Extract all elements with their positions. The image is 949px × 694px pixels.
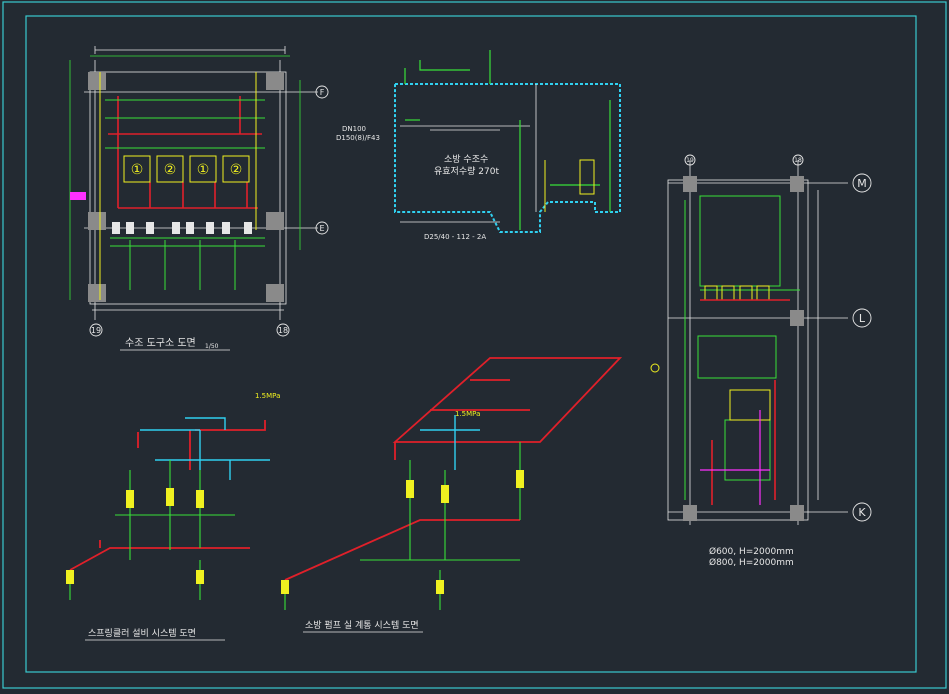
- equipment-plan-right: M L K 19 18 Ø600, H=2000mm Ø800, H=2000m…: [650, 154, 872, 568]
- dimension-note: Ø600, H=2000mm: [709, 546, 794, 557]
- grid-label: L: [859, 312, 866, 325]
- sprinkler-isometric: 1.5MPa 스프링클러 설비 시스템 도면: [66, 392, 280, 641]
- pressure-label: 1.5MPa: [455, 410, 480, 418]
- dimension-note: Ø800, H=2000mm: [709, 557, 794, 568]
- grid-label: 19: [91, 326, 101, 335]
- plan-scale: 1/50: [205, 343, 219, 350]
- pump-number: ①: [197, 162, 210, 178]
- isometric-title: 소방 펌프 실 계통 시스템 도면: [305, 619, 419, 631]
- grid-label: 18: [278, 326, 288, 335]
- grid-label: F: [320, 88, 325, 97]
- water-tank-section: 소방 수조수 유효저수량 270t DN100 D150(8)/F43 D25/…: [336, 50, 621, 241]
- pipe-label: D150(8)/F43: [336, 134, 380, 142]
- tank-capacity: 유효저수량 270t: [434, 165, 499, 177]
- pump-number: ②: [164, 162, 177, 178]
- grid-label: M: [857, 177, 867, 190]
- pump-number: ②: [230, 162, 243, 178]
- pipe-label: DN100: [342, 125, 366, 133]
- pump-number: ①: [131, 162, 144, 178]
- isometric-title: 스프링클러 설비 시스템 도면: [88, 627, 196, 639]
- fire-pump-isometric: 1.5MPa 소방 펌프 실 계통 시스템 도면: [281, 357, 623, 633]
- pump-room-plan: ① ② ① ② F E 19 18 수조 도구소 도면 1/50: [69, 46, 329, 351]
- pressure-label: 1.5MPa: [255, 392, 280, 400]
- grid-label: K: [858, 506, 866, 519]
- grid-label: 18: [794, 157, 802, 164]
- section-note: D25/40 - 112 - 2A: [424, 233, 486, 241]
- plan-title: 수조 도구소 도면: [125, 337, 196, 349]
- grid-label: 19: [686, 157, 694, 164]
- grid-label: E: [319, 224, 324, 233]
- tank-title: 소방 수조수: [444, 154, 488, 165]
